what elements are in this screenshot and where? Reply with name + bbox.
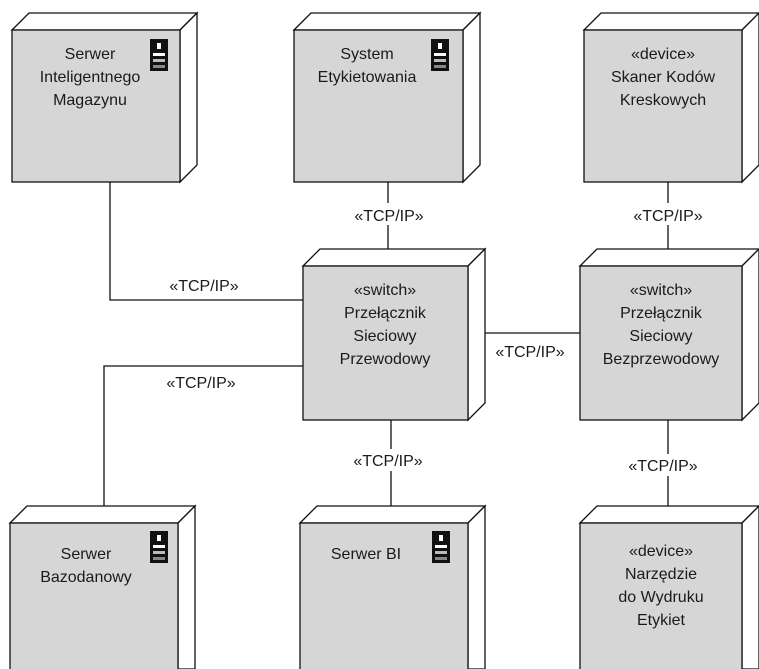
node-barcode-scanner-line-3: Kreskowych [620, 92, 706, 109]
node-bi-server-line-1: Serwer BI [331, 546, 401, 563]
node-smart-warehouse-server-line-1: Serwer [65, 46, 116, 63]
label-warehouse-wired: «TCP/IP» [169, 278, 238, 295]
node-label-printer-line-1: «device» [629, 543, 693, 560]
node-bi-server: Serwer BI [298, 504, 487, 669]
node-wired-switch-line-4: Przewodowy [340, 351, 431, 368]
node-labeling-system-line-1: System [340, 46, 393, 63]
label-scanner-wireless: «TCP/IP» [633, 208, 702, 225]
node-label-printer-line-2: Narzędzie [625, 566, 697, 583]
server-icon [432, 531, 450, 563]
connection-labels: «TCP/IP» «TCP/IP» «TCP/IP» «TCP/IP» «TCP… [166, 203, 713, 476]
node-database-server-line-2: Bazodanowy [40, 569, 132, 586]
node-labeling-system-line-2: Etykietowania [318, 69, 417, 86]
node-wired-switch-line-1: «switch» [354, 282, 416, 299]
edge-wired-database [103, 365, 303, 518]
label-labeling-wired: «TCP/IP» [354, 208, 423, 225]
node-wireless-switch: «switch» Przełącznik Sieciowy Bezprzewod… [578, 248, 759, 422]
node-wired-switch-line-3: Sieciowy [353, 328, 416, 345]
node-wireless-switch-line-1: «switch» [630, 282, 692, 299]
node-smart-warehouse-server-line-3: Magazynu [53, 92, 127, 109]
edge-warehouse-wired [109, 180, 303, 301]
server-icon [150, 531, 168, 563]
node-barcode-scanner: «device» Skaner Kodów Kreskowych [582, 12, 759, 184]
node-label-printer-line-3: do Wydruku [618, 589, 703, 606]
node-label-printer-line-4: Etykiet [637, 612, 686, 629]
label-wired-bi: «TCP/IP» [353, 453, 422, 470]
node-wired-switch: «switch» Przełącznik Sieciowy Przewodowy [301, 247, 487, 422]
server-icon [150, 39, 168, 71]
node-barcode-scanner-line-1: «device» [631, 46, 695, 63]
node-label-printer: «device» Narzędzie do Wydruku Etykiet [578, 505, 759, 669]
node-database-server: Serwer Bazodanowy [8, 504, 197, 669]
node-barcode-scanner-line-2: Skaner Kodów [611, 69, 716, 86]
node-smart-warehouse-server-line-2: Inteligentnego [40, 69, 141, 86]
server-icon [431, 39, 449, 71]
node-smart-warehouse-server: Serwer Inteligentnego Magazynu [10, 11, 199, 184]
node-labeling-system: System Etykietowania [292, 11, 482, 184]
node-wired-switch-line-2: Przełącznik [344, 305, 427, 322]
label-wired-database: «TCP/IP» [166, 375, 235, 392]
node-wireless-switch-line-3: Sieciowy [629, 328, 692, 345]
node-wireless-switch-line-2: Przełącznik [620, 305, 703, 322]
node-wireless-switch-line-4: Bezprzewodowy [603, 351, 720, 368]
label-wireless-printer: «TCP/IP» [628, 458, 697, 475]
node-database-server-line-1: Serwer [61, 546, 112, 563]
label-wired-wireless: «TCP/IP» [495, 344, 564, 361]
